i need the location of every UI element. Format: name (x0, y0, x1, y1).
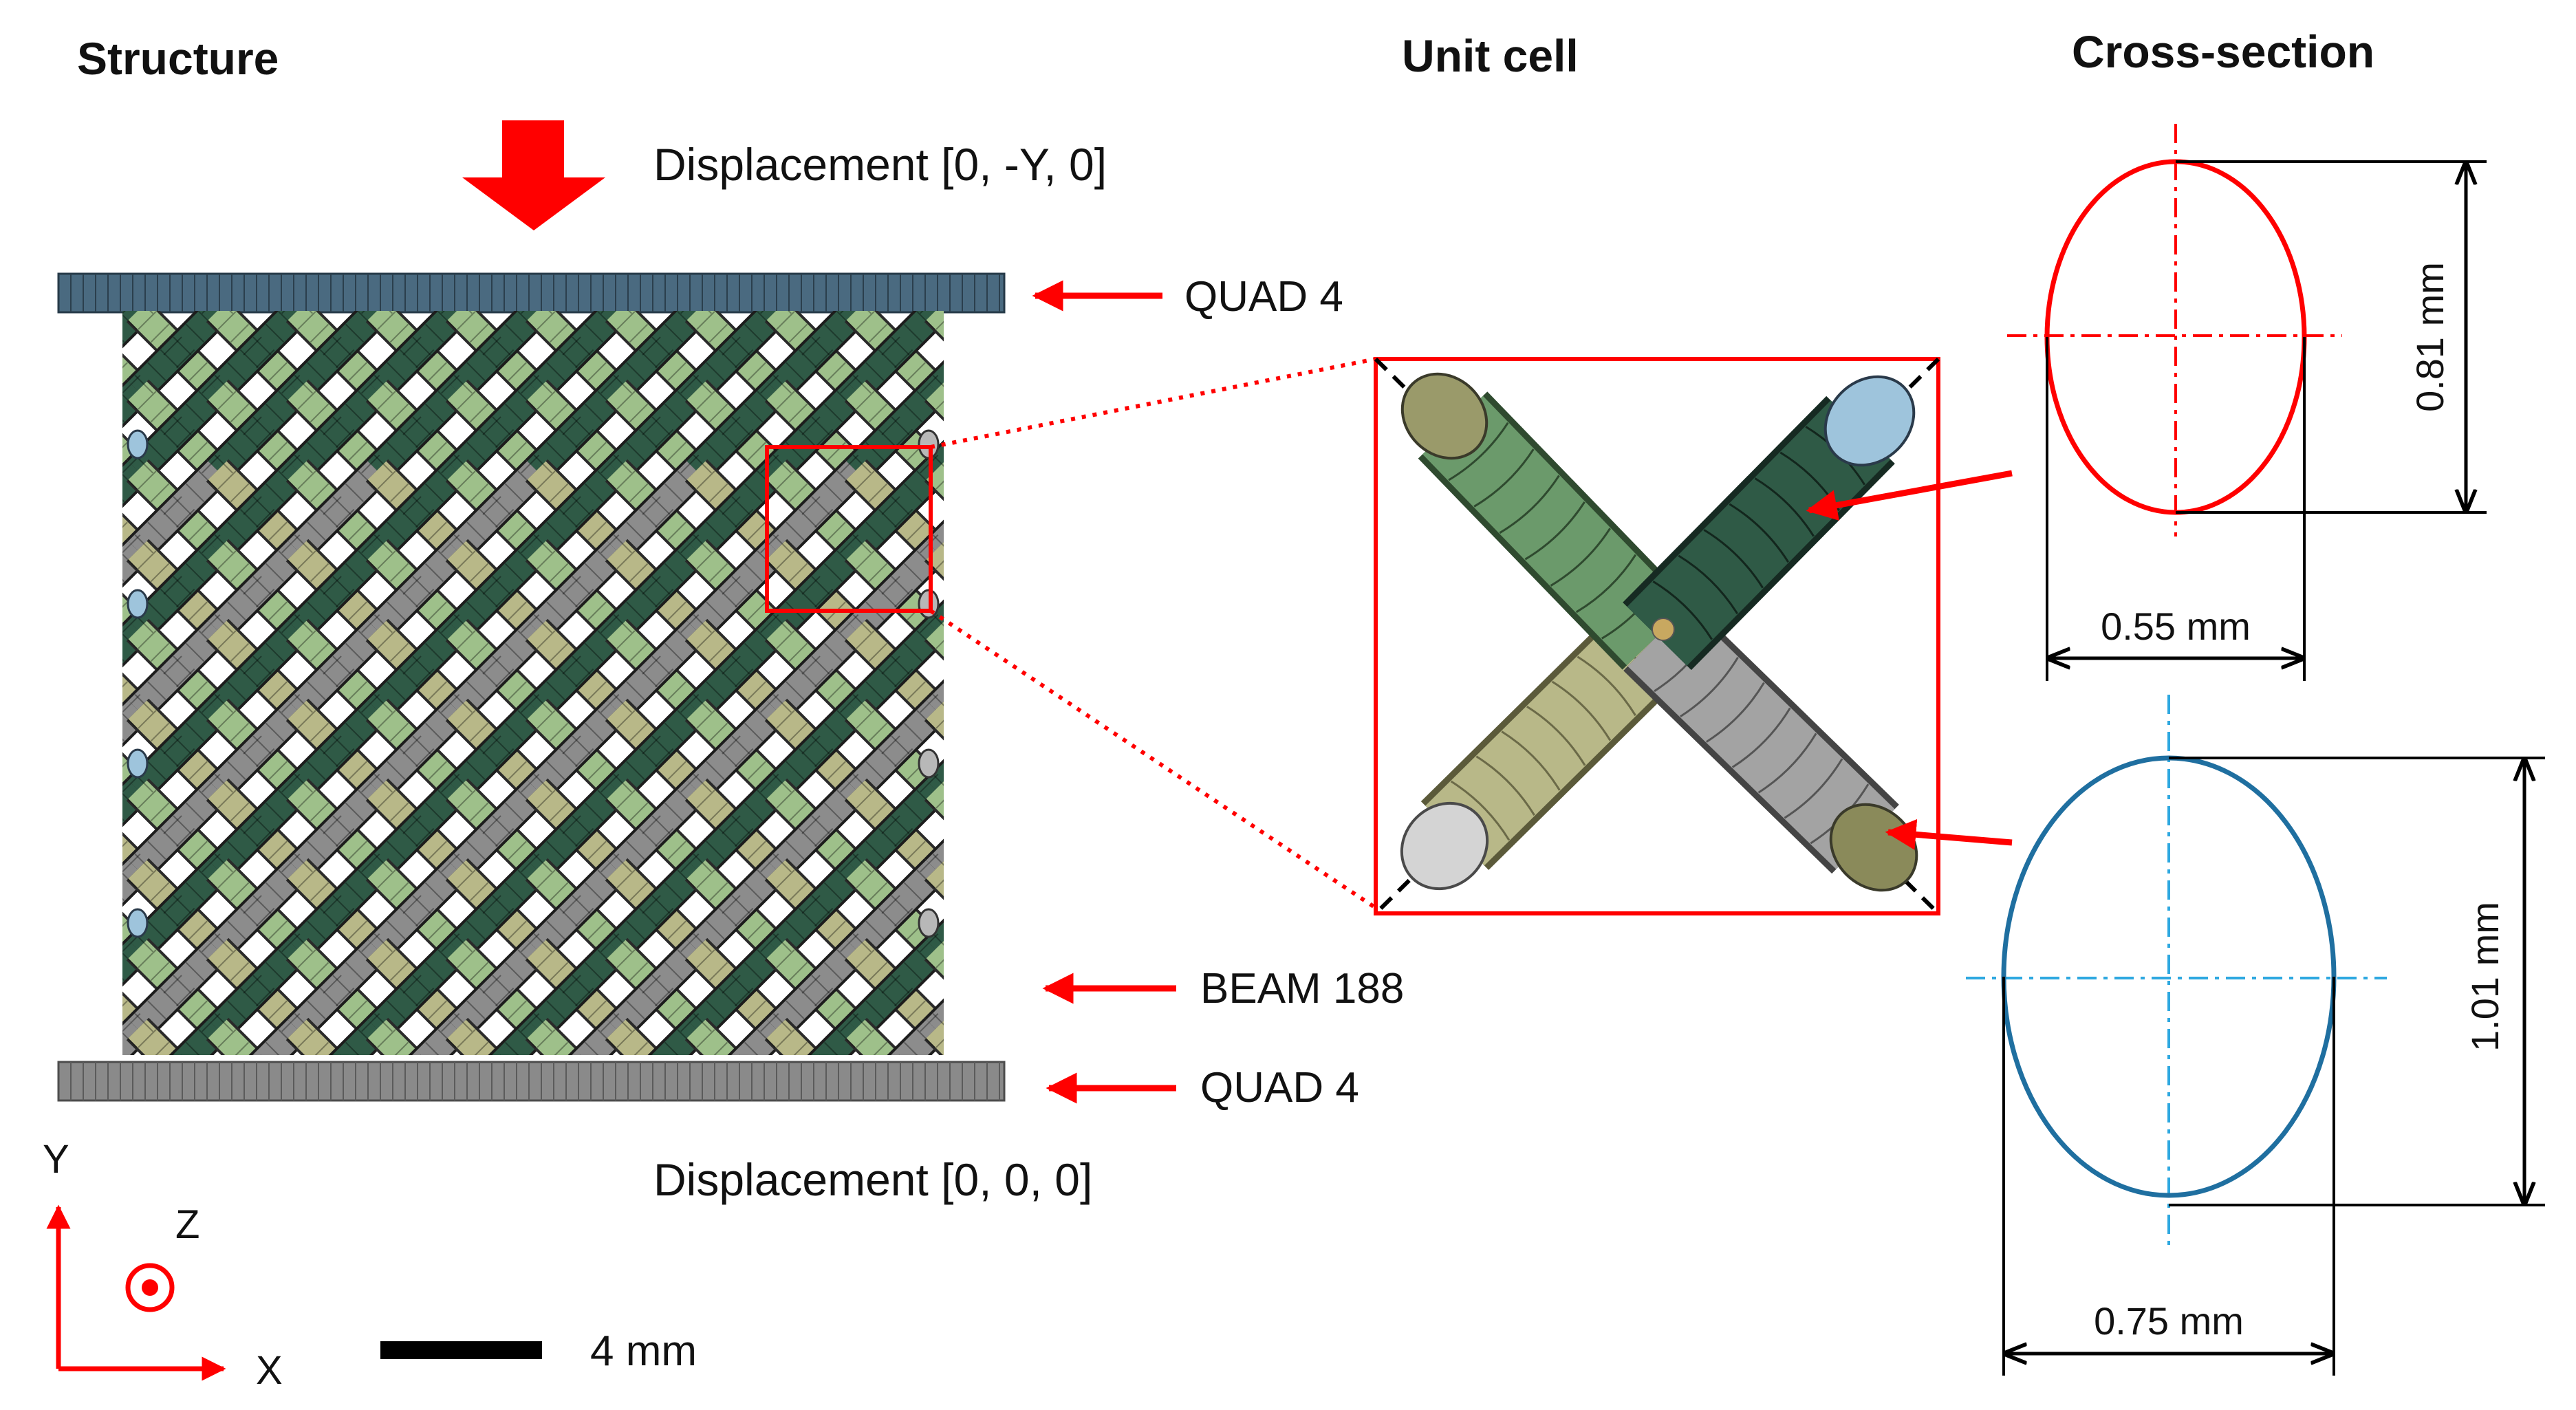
lattice-strut (924, 382, 944, 422)
lattice-strut (924, 861, 944, 900)
lattice-strut (1015, 550, 1095, 630)
strut-gray (1623, 601, 1918, 892)
lattice-strut (537, 1109, 616, 1189)
lattice-strut (924, 622, 944, 661)
label-displacement-top: Displacement [0, -Y, 0] (653, 139, 1107, 190)
lattice-strut (457, 1109, 537, 1189)
lattice-strut (58, 1109, 138, 1189)
lattice-strut (1015, 790, 1095, 869)
zoom-region-box (765, 445, 933, 613)
lattice-strut (924, 360, 944, 399)
lattice-strut (217, 1109, 297, 1189)
cross-section-large (1966, 695, 2545, 1376)
lattice-strut (297, 1109, 377, 1189)
lattice-strut (1015, 630, 1095, 710)
heading-unit-cell: Unit cell (1402, 30, 1579, 81)
dim-small-height: 0.81 mm (2408, 262, 2451, 412)
scale-bar-label: 4 mm (590, 1327, 697, 1375)
lattice-strut (138, 1109, 217, 1189)
lattice-strut (1015, 869, 1095, 949)
lattice-strut (217, 1109, 297, 1189)
pointer-arrow-large-section (1885, 818, 2013, 850)
lattice-strut (924, 918, 944, 957)
lattice-strut (924, 311, 944, 342)
dim-large-height: 1.01 mm (2463, 902, 2507, 1052)
heading-structure: Structure (77, 33, 279, 84)
lattice-strut (924, 998, 944, 1037)
lattice-strut (924, 838, 944, 878)
load-arrow-icon (462, 120, 605, 230)
unit-cell (1374, 357, 1940, 915)
scale-bar (380, 1341, 542, 1359)
lattice-strut (377, 1109, 457, 1189)
axis-label-y: Y (43, 1137, 69, 1182)
lattice-strut (1015, 391, 1095, 470)
lattice-strut (924, 781, 944, 821)
lattice-structure (58, 231, 1095, 1189)
lattice-strut (1015, 311, 1095, 391)
dim-small-width: 0.55 mm (2101, 605, 2251, 648)
z-out-of-plane-icon (125, 1263, 175, 1312)
lattice-strut (1015, 231, 1095, 311)
axis-label-z: Z (175, 1202, 199, 1247)
lattice-strut (1015, 231, 1095, 311)
dim-large-width: 0.75 mm (2094, 1299, 2244, 1343)
strut-dark-green (1623, 375, 1916, 671)
lattice-strut (297, 1109, 377, 1189)
lattice-strut (377, 1109, 457, 1189)
lattice-strut (1015, 311, 1095, 391)
strut-olive (1400, 602, 1691, 891)
cross-section-small (2007, 124, 2487, 681)
lattice-strut (924, 440, 944, 479)
lattice-strut (924, 462, 944, 501)
lattice-strut (1015, 1029, 1095, 1109)
zoom-connector-top (930, 357, 1376, 449)
lattice-strut (457, 1109, 537, 1189)
lattice-strut (924, 679, 944, 718)
lattice-strut (1015, 470, 1095, 550)
lattice-strut (924, 519, 944, 558)
lattice-strut (537, 1109, 616, 1189)
label-quad-top: QUAD 4 (1184, 273, 1343, 321)
lattice-strut (1015, 710, 1095, 790)
strut-light-green (1400, 372, 1692, 670)
lattice-strut (1015, 630, 1095, 710)
lattice-strut (924, 542, 944, 581)
lattice-strut (138, 1109, 217, 1189)
label-displacement-bottom: Displacement [0, 0, 0] (653, 1154, 1092, 1205)
lattice-strut (1015, 1029, 1095, 1109)
lattice-strut (1015, 550, 1095, 630)
lattice-strut (1015, 790, 1095, 869)
lattice-strut (1015, 391, 1095, 470)
top-plate (57, 272, 1006, 314)
heading-cross-section: Cross-section (2072, 26, 2374, 77)
zoom-connector-bottom (929, 609, 1377, 910)
lattice-strut (1015, 869, 1095, 949)
label-beam: BEAM 188 (1200, 965, 1404, 1012)
bottom-plate (57, 1061, 1006, 1102)
label-quad-bottom: QUAD 4 (1200, 1064, 1359, 1111)
pointer-arrow-small-section (1806, 470, 2013, 521)
axis-label-x: X (256, 1348, 283, 1393)
lattice-strut (924, 759, 944, 798)
lattice-strut (58, 1109, 138, 1189)
lattice-strut (924, 941, 944, 980)
lattice-strut (1015, 470, 1095, 550)
lattice-strut (924, 599, 944, 638)
coordinate-axes (46, 1204, 226, 1381)
lattice-strut (1015, 710, 1095, 790)
lattice-strut (924, 702, 944, 741)
